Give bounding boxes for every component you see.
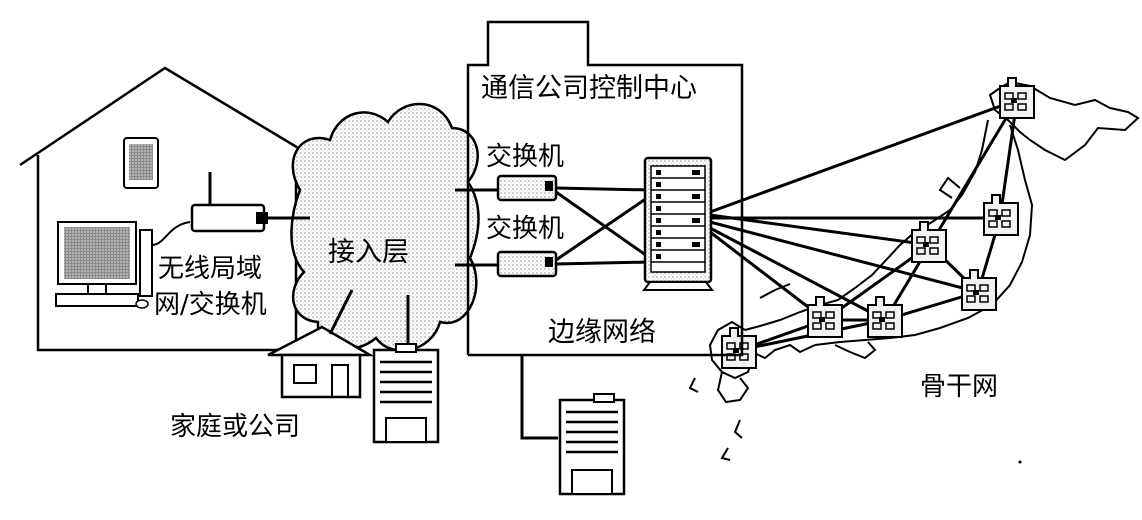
control-center-building	[466, 20, 744, 357]
backbone-node-tohoku	[983, 194, 1019, 236]
switch-lower-label: 交换机	[486, 214, 565, 244]
switch-lower	[496, 250, 558, 278]
backbone-links	[709, 98, 1019, 352]
router-rack	[642, 156, 714, 291]
access-layer-label: 接入层	[328, 237, 409, 268]
home-or-company-label: 家庭或公司	[170, 412, 301, 442]
office-building-access	[372, 295, 440, 444]
backbone-node-kyushu	[721, 327, 757, 369]
office-building-edge	[520, 355, 626, 496]
wireless-router	[190, 172, 310, 233]
tablet-device	[123, 137, 159, 189]
desktop-computer	[55, 221, 191, 309]
control-center-label: 通信公司控制中心	[481, 73, 697, 104]
switch-upper	[496, 174, 558, 202]
edge-network-label: 边缘网络	[548, 317, 656, 348]
backbone-node-kanto	[961, 269, 997, 311]
wlan-switch-label-line1: 无线局域	[158, 254, 263, 284]
wlan-switch-label-line2: 网/交换机	[154, 290, 267, 320]
switch-upper-label: 交换机	[486, 142, 565, 172]
backbone-label: 骨干网	[920, 372, 999, 402]
backbone-node-kansai	[807, 296, 843, 338]
small-house	[267, 289, 375, 399]
access-cloud	[290, 102, 480, 352]
